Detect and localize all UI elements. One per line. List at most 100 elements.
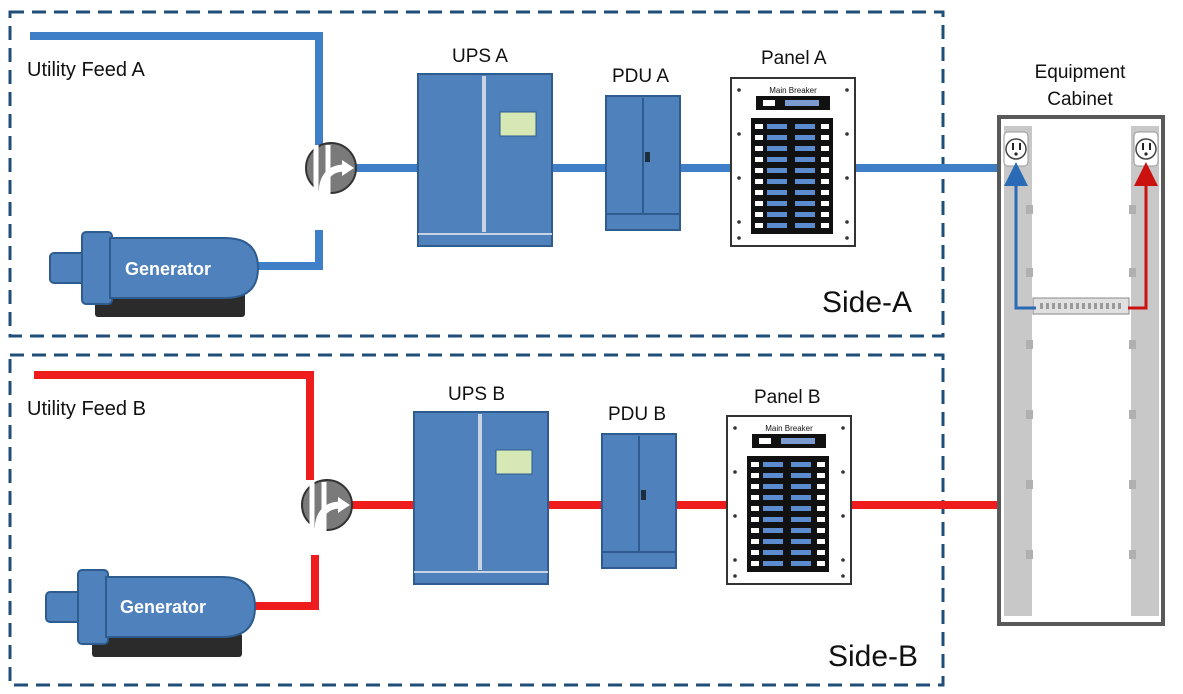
ups-b-label: UPS B — [448, 384, 505, 405]
breaker — [763, 539, 783, 544]
breaker — [751, 550, 759, 555]
panel-screw — [845, 220, 849, 224]
breaker — [795, 168, 815, 173]
side-a-label: Side-A — [822, 286, 912, 319]
server-port — [1070, 303, 1073, 309]
server-port — [1040, 303, 1043, 309]
panel-screw — [737, 176, 741, 180]
utility-feed-b-label: Utility Feed B — [27, 398, 146, 420]
panel-screw — [845, 236, 849, 240]
breaker — [751, 473, 759, 478]
rail-hole — [1129, 410, 1136, 419]
breaker — [795, 223, 815, 228]
server-port — [1088, 303, 1091, 309]
breaker — [791, 517, 811, 522]
breaker — [821, 168, 829, 173]
panel-b-label: Panel B — [754, 387, 821, 408]
breaker — [817, 528, 825, 533]
breaker — [755, 190, 763, 195]
equipment-cabinet — [997, 115, 1165, 626]
breaker — [767, 223, 787, 228]
panel-screw — [737, 220, 741, 224]
breaker — [795, 190, 815, 195]
generator-b-label: Generator — [120, 597, 206, 617]
generator-a-label: Generator — [125, 259, 211, 279]
breaker — [821, 124, 829, 129]
breaker — [817, 473, 825, 478]
breaker — [791, 484, 811, 489]
transfer-switch-b — [301, 479, 353, 552]
breaker — [755, 179, 763, 184]
breaker — [795, 201, 815, 206]
cabinet-title-line1: Equipment — [1035, 62, 1127, 83]
breaker — [763, 528, 783, 533]
panel-screw — [733, 514, 737, 518]
breaker — [791, 528, 811, 533]
breaker — [817, 462, 825, 467]
breaker — [767, 168, 787, 173]
panel-screw — [737, 132, 741, 136]
rail-hole — [1129, 340, 1136, 349]
server-port — [1094, 303, 1097, 309]
breaker — [751, 506, 759, 511]
breaker — [755, 212, 763, 217]
breaker — [751, 462, 759, 467]
breaker — [791, 550, 811, 555]
breaker — [821, 157, 829, 162]
breaker — [791, 539, 811, 544]
breaker — [755, 124, 763, 129]
cabinet-title-line2: Cabinet — [1047, 89, 1113, 110]
breaker — [795, 157, 815, 162]
rail-hole — [1026, 480, 1033, 489]
panel-screw — [733, 470, 737, 474]
panel-screw — [841, 514, 845, 518]
breaker — [791, 495, 811, 500]
panel-screw — [737, 236, 741, 240]
utility-feed-a-wire — [30, 32, 1005, 270]
power-outlet-icon — [1133, 131, 1159, 167]
generator-b — [45, 569, 257, 657]
server-port — [1118, 303, 1121, 309]
breaker — [763, 561, 783, 566]
panel-a-main-breaker-label: Main Breaker — [769, 86, 817, 95]
breaker — [821, 179, 829, 184]
breaker — [751, 517, 759, 522]
breaker — [755, 135, 763, 140]
server-port — [1106, 303, 1109, 309]
panel-a-label: Panel A — [761, 48, 827, 69]
breaker — [795, 146, 815, 151]
side-b-boundary — [8, 353, 945, 687]
breaker — [791, 462, 811, 467]
transfer-switch-a — [305, 142, 357, 215]
breaker — [763, 462, 783, 467]
breaker — [817, 539, 825, 544]
panel-screw — [841, 470, 845, 474]
pdu-a-label: PDU A — [612, 66, 669, 87]
rail-hole — [1129, 268, 1136, 277]
breaker — [817, 495, 825, 500]
breaker — [821, 135, 829, 140]
pdu-b — [601, 433, 677, 569]
breaker — [763, 495, 783, 500]
panel-screw — [733, 574, 737, 578]
server-port — [1052, 303, 1055, 309]
panel-screw — [737, 88, 741, 92]
breaker — [755, 146, 763, 151]
panel-screw — [733, 426, 737, 430]
breaker — [751, 484, 759, 489]
cord-a-arrow — [1004, 162, 1036, 310]
rail-hole — [1026, 550, 1033, 559]
breaker — [751, 528, 759, 533]
panel-b-main-breaker-label: Main Breaker — [765, 424, 813, 433]
breaker — [795, 124, 815, 129]
breaker — [817, 517, 825, 522]
side-b-label: Side-B — [828, 640, 918, 673]
breaker — [767, 146, 787, 151]
utility-feed-b-wire — [34, 371, 1135, 610]
panel-screw — [841, 574, 845, 578]
panel-screw — [845, 132, 849, 136]
breaker — [755, 223, 763, 228]
rail-hole — [1026, 268, 1033, 277]
utility-feed-a-label: Utility Feed A — [27, 59, 145, 81]
rail-hole — [1129, 205, 1136, 214]
